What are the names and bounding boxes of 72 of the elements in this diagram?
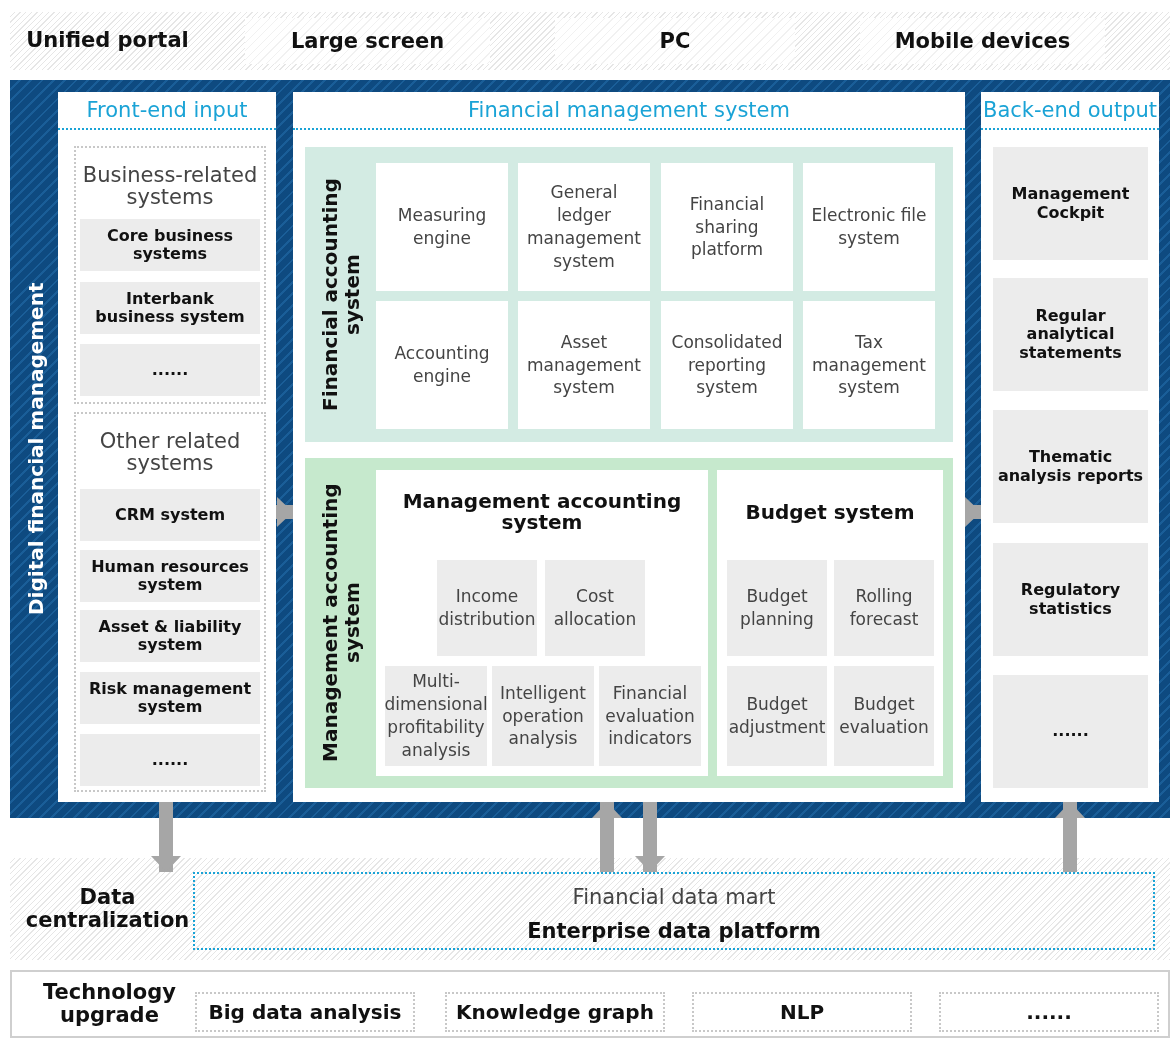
arrow [276,497,293,527]
module-panel [717,470,943,776]
arrow [592,802,622,872]
platform-label: Financial data mart [571,886,777,910]
subsystem-panel [305,458,953,788]
module-box: Consolidated reporting system [661,301,793,429]
system-box: Human resources system [80,550,260,602]
system-box: Core business systems [80,219,260,271]
group-box [74,412,266,792]
system-box: ...... [80,344,260,396]
module-panel [376,470,708,776]
section-panel [981,92,1159,802]
band-label: Unified portal [25,27,190,55]
output-box: ...... [993,675,1148,788]
channel-box: Large screen [245,18,490,64]
technology-box: NLP [692,992,912,1032]
section-panel [293,92,965,802]
function-box: Budget adjustment [727,666,827,766]
band-label: Technology upgrade [42,978,177,1029]
module-box: Measuring engine [376,163,508,291]
function-box: Rolling forecast [834,560,934,656]
section-panel [58,92,276,802]
layer-label: Digital financial management [23,281,49,618]
channel-box: PC [555,18,795,64]
system-box: Interbank business system [80,282,260,334]
module-box: Electronic file system [803,163,935,291]
output-box: Regular analytical statements [993,278,1148,391]
system-box: Risk management system [80,672,260,724]
portal-band [10,12,1170,70]
arrow [635,802,665,872]
arrow [151,802,181,872]
function-box: Cost allocation [545,560,645,656]
output-box: Thematic analysis reports [993,410,1148,523]
section-title: Front-end input [58,92,276,130]
system-box: CRM system [80,489,260,541]
module-box: General ledger management system [518,163,650,291]
function-box: Budget evaluation [834,666,934,766]
function-box: Budget planning [727,560,827,656]
module-title: Budget system [744,498,916,526]
system-box: ...... [80,734,260,786]
arrow [1055,802,1085,872]
technology-box: Big data analysis [195,992,415,1032]
output-box: Regulatory statistics [993,543,1148,656]
data-band [10,858,1170,960]
function-box: Intelligent operation analysis [492,666,594,766]
group-heading: Business-related systems [81,161,259,211]
subsystem-title: Management accounting system [317,482,365,765]
output-box: Management Cockpit [993,147,1148,260]
function-box: Financial evaluation indicators [599,666,701,766]
subsystem-panel [305,147,953,442]
arrow [965,497,981,527]
technology-box: ...... [939,992,1159,1032]
channel-box: Mobile devices [860,18,1105,64]
module-box: Accounting engine [376,301,508,429]
subsystem-title: Financial accounting system [317,177,365,413]
section-title: Financial management system [293,92,965,130]
module-box: Tax management system [803,301,935,429]
module-box: Financial sharing platform [661,163,793,291]
function-box: Income distribution [437,560,537,656]
section-title: Back-end output [981,92,1159,130]
system-box: Asset & liability system [80,610,260,662]
technology-box: Knowledge graph [445,992,665,1032]
group-heading: Other related systems [98,427,242,477]
module-box: Asset management system [518,301,650,429]
technology-band [10,970,1170,1038]
module-title: Management accounting system [401,488,683,536]
layer-band [10,80,1170,818]
band-label: Data centralization [24,883,191,934]
function-box: Multi-dimensional profitability analysis [385,666,487,766]
platform-box [193,872,1155,950]
group-box [74,146,266,404]
platform-title: Enterprise data platform [526,920,822,944]
